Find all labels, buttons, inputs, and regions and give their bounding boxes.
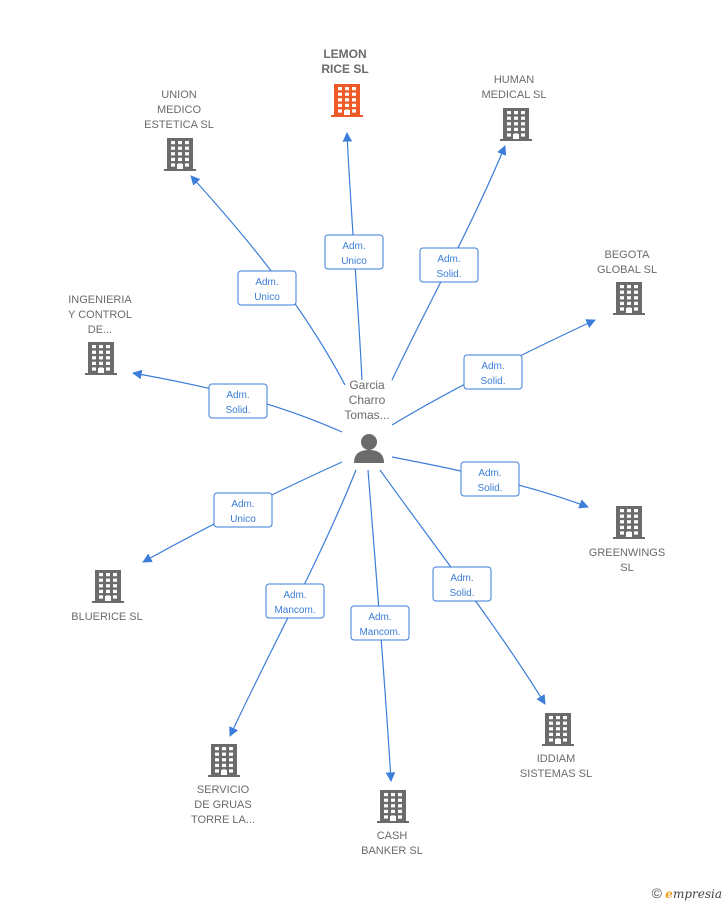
building-icon[interactable]	[208, 744, 240, 777]
brand-logo: empresia	[665, 887, 722, 901]
building-icon[interactable]	[331, 84, 363, 117]
building-icon[interactable]	[613, 506, 645, 539]
building-icon[interactable]	[500, 108, 532, 141]
role-badge-human-medical[interactable]: Adm.Solid.	[419, 247, 479, 283]
role-text: Adm.Solid.	[480, 361, 505, 387]
role-badge-bluerice[interactable]: Adm.Unico	[213, 492, 273, 528]
person-icon	[354, 434, 384, 463]
building-icon[interactable]	[164, 138, 196, 171]
building-icon[interactable]	[85, 342, 117, 375]
role-text: Adm.Unico	[341, 241, 367, 267]
building-icon[interactable]	[613, 282, 645, 315]
role-badge-iddiam[interactable]: Adm.Solid.	[432, 566, 492, 602]
edge-union-medico	[190, 175, 346, 386]
copyright-icon: ©	[651, 885, 662, 901]
role-text: Adm.Solid.	[477, 468, 502, 494]
footer-brand[interactable]: © empresia	[652, 885, 722, 901]
role-badge-begota-global[interactable]: Adm.Solid.	[463, 354, 523, 390]
role-badge-ingenieria[interactable]: Adm.Solid.	[208, 383, 268, 419]
role-badge-union-medico[interactable]: Adm.Unico	[237, 270, 297, 306]
role-text: Adm.Unico	[230, 499, 256, 525]
role-badge-lemon-rice[interactable]: Adm.Unico	[324, 234, 384, 270]
role-text: Adm.Mancom.	[274, 590, 315, 616]
building-icon[interactable]	[542, 713, 574, 746]
role-text: Adm.Solid.	[449, 573, 474, 599]
role-text: Adm.Solid.	[436, 254, 461, 280]
building-icon[interactable]	[92, 570, 124, 603]
role-text: Adm.Unico	[254, 277, 280, 303]
role-badge-servicio-gruas[interactable]: Adm.Mancom.	[265, 583, 325, 619]
building-icon[interactable]	[377, 790, 409, 823]
role-text: Adm.Solid.	[225, 390, 250, 416]
role-badge-cash-banker[interactable]: Adm.Mancom.	[350, 605, 410, 641]
role-badge-greenwings[interactable]: Adm.Solid.	[460, 461, 520, 497]
role-text: Adm.Mancom.	[359, 612, 400, 638]
company-label-bluerice: BLUERICE SL	[71, 611, 143, 623]
